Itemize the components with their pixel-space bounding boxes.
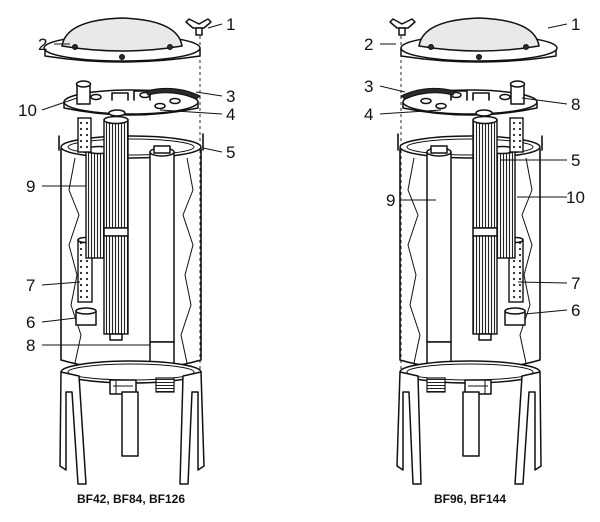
right-callout-5: 5 <box>571 151 580 170</box>
left-housing-drawing <box>43 17 212 485</box>
left-callout-6: 6 <box>26 313 35 332</box>
left-callout-8: 8 <box>26 336 35 355</box>
right-callouts: 1 2 3 4 5 6 7 8 9 10 <box>364 15 585 320</box>
left-caption: BF42, BF84, BF126 <box>77 492 185 506</box>
left-callout-4: 4 <box>226 105 235 124</box>
left-callout-9: 9 <box>26 177 35 196</box>
right-callout-9: 9 <box>386 191 395 210</box>
left-callout-1: 1 <box>226 15 235 34</box>
left-callout-5: 5 <box>226 143 235 162</box>
right-callout-2: 2 <box>364 35 373 54</box>
right-caption: BF96, BF144 <box>434 492 506 506</box>
left-callout-3: 3 <box>226 87 235 106</box>
right-leader-lines <box>379 23 568 315</box>
left-callout-2: 2 <box>38 35 47 54</box>
right-callout-4: 4 <box>364 105 373 124</box>
left-callouts: 1 2 3 4 5 6 7 8 9 10 <box>18 15 235 355</box>
left-callout-10: 10 <box>18 101 37 120</box>
left-callout-7: 7 <box>26 276 35 295</box>
right-callout-6: 6 <box>571 301 580 320</box>
right-callout-10: 10 <box>566 188 585 207</box>
right-callout-1: 1 <box>571 15 580 34</box>
right-callout-7: 7 <box>571 274 580 293</box>
right-callout-3: 3 <box>364 77 373 96</box>
right-callout-8: 8 <box>571 95 580 114</box>
right-housing-drawing <box>389 17 558 485</box>
left-leader-lines <box>41 23 223 346</box>
